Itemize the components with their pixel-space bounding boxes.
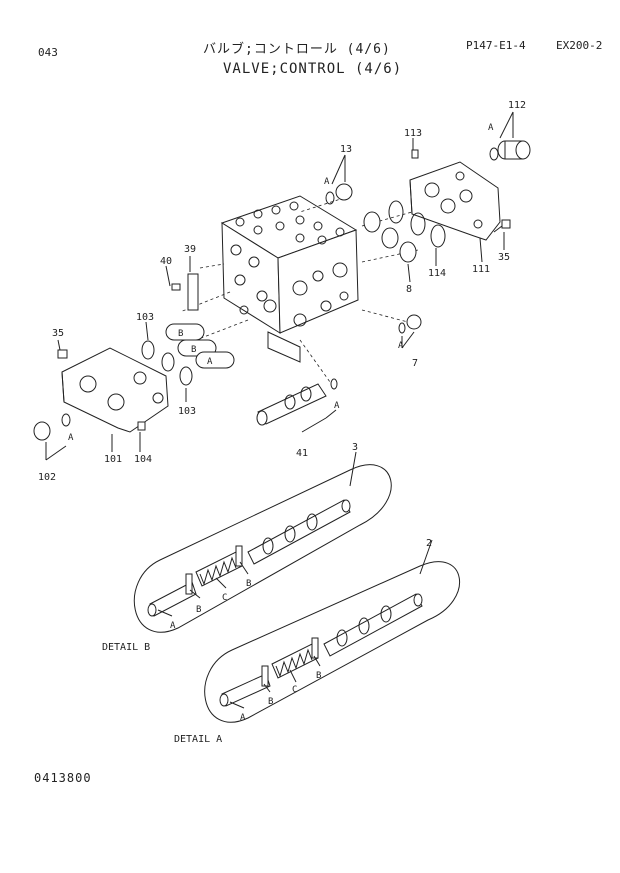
seal-letter-b1: B — [178, 329, 183, 339]
right-plug-112 — [489, 140, 531, 161]
callout-13: 13 — [340, 144, 352, 155]
bolt-104 — [137, 421, 146, 431]
callout-113: 113 — [404, 128, 422, 139]
detail-a-letter-b1: B — [268, 697, 273, 707]
detail-a-label: DETAIL A — [174, 734, 222, 745]
detail-b-letter-b2: B — [246, 579, 251, 589]
callout-104: 104 — [134, 454, 152, 465]
reference-code: P147-E1-4 — [466, 39, 526, 52]
letter-a-7: A — [398, 341, 404, 351]
letter-a-112: A — [488, 123, 494, 133]
bolt-113 — [411, 149, 419, 159]
page-title: VALVE;CONTROL (4/6) — [223, 61, 403, 77]
right-cover — [409, 161, 501, 241]
callout-2: 2 — [426, 538, 432, 549]
page-number: 043 — [38, 46, 58, 59]
callout-114: 114 — [428, 268, 446, 279]
plate-39 — [171, 273, 199, 311]
callout-35-left: 35 — [52, 328, 64, 339]
callout-40: 40 — [160, 256, 172, 267]
callout-35-right: 35 — [498, 252, 510, 263]
callout-112: 112 — [508, 100, 526, 111]
letter-a-41: A — [334, 401, 340, 411]
detail-a-letter-a: A — [240, 713, 246, 723]
seal-letter-b2: B — [191, 345, 196, 355]
seals-abb — [165, 323, 235, 369]
callout-111: 111 — [472, 264, 490, 275]
detail-b-label: DETAIL B — [102, 642, 150, 653]
bolt-35-right — [493, 219, 511, 233]
bolt-35-left — [57, 349, 68, 359]
letter-a-13: A — [324, 177, 330, 187]
left-cover — [61, 347, 169, 433]
letter-labels: A A A A A A B B — [68, 123, 494, 443]
detail-b: A B C B DETAIL B — [102, 464, 392, 653]
o-rings-114 — [388, 200, 446, 248]
callout-8: 8 — [406, 284, 412, 295]
callout-7: 7 — [412, 358, 418, 369]
title-japanese: バルブ;コントロール (4/6) — [203, 42, 391, 57]
callout-leaders — [45, 111, 514, 575]
footer-code: 0413800 — [34, 771, 92, 785]
valve-body — [220, 195, 359, 363]
seal-letter-a: A — [207, 357, 213, 367]
letter-a-102: A — [68, 433, 74, 443]
spool-41 — [256, 378, 338, 426]
model-number: EX200-2 — [556, 39, 603, 52]
plug-7 — [398, 314, 422, 334]
callout-41: 41 — [296, 448, 308, 459]
detail-a-letter-c: C — [292, 685, 297, 695]
callout-101: 101 — [104, 454, 122, 465]
detail-b-letter-a: A — [170, 621, 176, 631]
caps-8 — [363, 211, 417, 263]
callout-103-bottom: 103 — [178, 406, 196, 417]
plug-13 — [325, 183, 353, 205]
o-rings-103 — [141, 340, 193, 386]
detail-a: A B C B DETAIL A — [174, 561, 461, 745]
callout-102: 102 — [38, 472, 56, 483]
callout-3: 3 — [352, 442, 358, 453]
callout-39: 39 — [184, 244, 196, 255]
callout-numbers: 112 113 13 39 40 35 35 103 103 111 114 8… — [38, 100, 526, 549]
callout-103-top: 103 — [136, 312, 154, 323]
detail-b-letter-c: C — [222, 593, 227, 603]
detail-a-letter-b2: B — [316, 671, 321, 681]
plug-102 — [33, 413, 71, 441]
detail-b-letter-b1: B — [196, 605, 201, 615]
